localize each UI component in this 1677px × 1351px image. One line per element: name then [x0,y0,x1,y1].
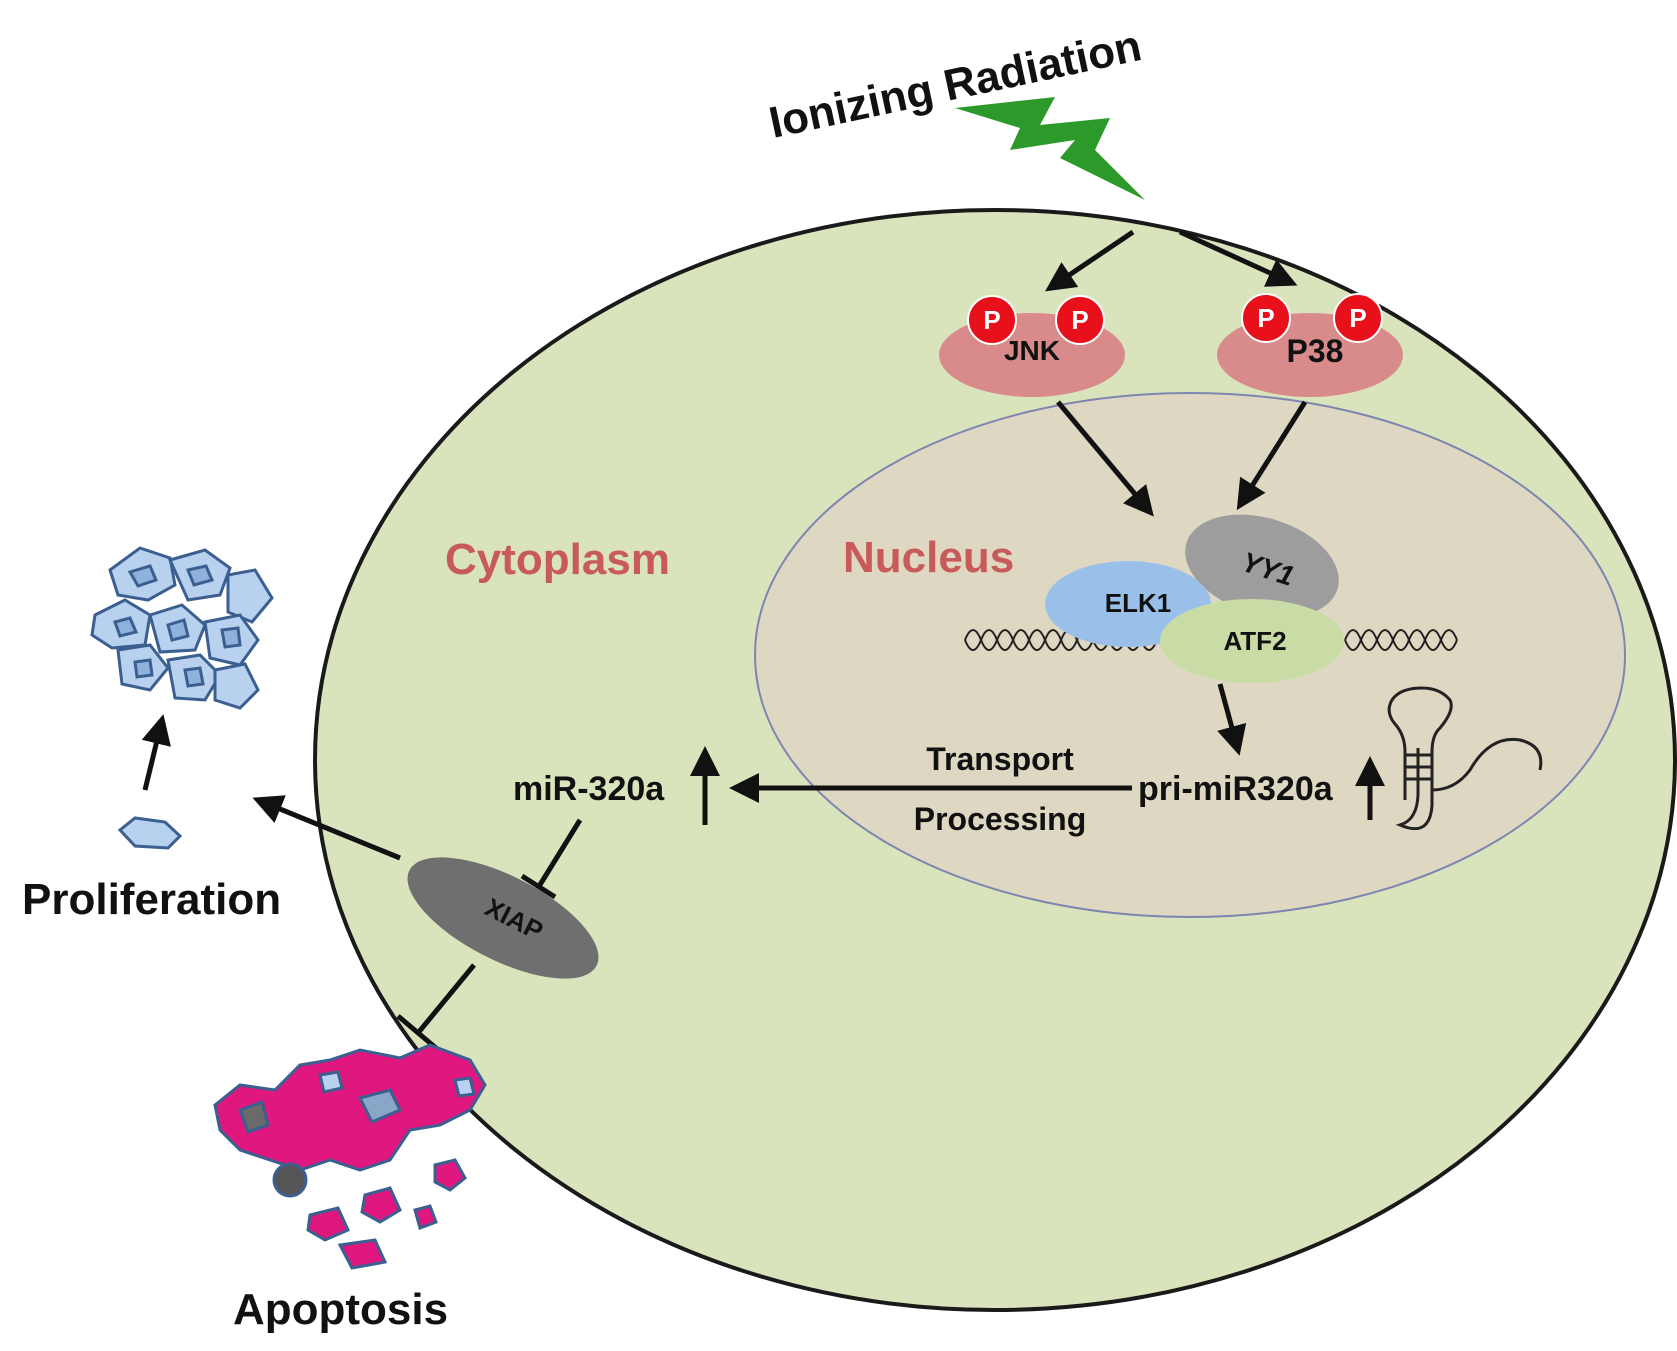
cell-nucleus [220,626,242,649]
cell-nucleus [166,618,190,642]
apoptotic-body [272,1162,308,1198]
p38-phospho-left: P [1241,293,1291,343]
cell-nucleus [185,564,215,587]
cell-shape [213,662,260,710]
p38-label: P38 [1287,333,1344,369]
inhibition-mir-to-xiap [520,818,583,900]
phospho-circle [1241,293,1291,343]
phospho-label: P [1349,303,1366,333]
apoptotic-mass [213,1043,487,1172]
apoptotic-fragment [306,1206,350,1242]
pri-mir320a-label: pri-miR320a [1138,770,1334,808]
apoptotic-nucleus [453,1076,476,1098]
apoptotic-fragment [337,1238,388,1270]
inhibition-xiap-to-apoptosis [396,963,476,1050]
dna-helix-a [1344,629,1458,651]
cytoplasm-label: Cytoplasm [445,535,670,584]
p38-phospho-right: P [1333,293,1383,343]
apoptotic-nucleus [238,1100,270,1134]
phospho-label: P [983,305,1000,335]
arrow-p38-to-yy1 [1236,400,1308,511]
phospho-circle [967,295,1017,345]
hairpin-loop [1387,686,1453,831]
atf2-ellipse [1160,599,1344,683]
phospho-label: P [1257,303,1274,333]
arrow-to-p38 [1178,229,1298,287]
elk1-label: ELK1 [1105,588,1171,618]
cell-shape [226,568,274,624]
phospho-circle [1333,293,1383,343]
apoptotic-fragment [433,1158,467,1192]
processing-label: Processing [914,801,1087,837]
mir-320a-label: miR-320a [513,770,665,808]
cell-nucleus [127,564,159,588]
inhibition-line [416,963,476,1035]
arrow-jnk-to-yy1 [1056,400,1154,517]
jnk-label: JNK [1004,335,1060,366]
inhibition-line [535,818,583,890]
arrow-to-pri-mir [1217,683,1247,756]
apoptotic-nucleus [357,1088,403,1124]
cell-nucleus [133,658,154,679]
jnk-phospho-right: P [1055,295,1105,345]
cell-nucleus [113,616,139,638]
hairpin-rna-icon [1387,686,1543,831]
transport-label: Transport [926,741,1074,777]
single-cell-icon [117,816,183,850]
nucleus-label: Nucleus [843,533,1014,582]
transcription-complex: YY1 ELK1 ATF2 [1045,514,1344,683]
apoptosis-label: Apoptosis [233,1285,448,1334]
lightning-bolt-icon [955,97,1145,200]
apoptotic-nucleus [318,1070,344,1094]
hairpin-tail [1431,737,1543,792]
xiap-ellipse [407,857,599,979]
inhibition-bar [396,1014,438,1050]
dna-strand-right [1344,629,1458,651]
apoptotic-fragment [413,1204,438,1230]
p38-complex: P38 P P [1217,293,1403,397]
phospho-label: P [1071,305,1088,335]
proliferating-cells-icon [90,546,274,710]
atf2-label: ATF2 [1223,626,1286,656]
proliferation-label: Proliferation [22,875,281,924]
apoptotic-cells-icon [213,1043,487,1270]
phospho-circle [1055,295,1105,345]
inhibition-bar [520,873,557,900]
arrow-cell-to-cluster [141,714,171,791]
cell-nucleus [183,666,205,688]
dna-helix-b [1344,629,1458,651]
apoptotic-fragment [360,1186,402,1224]
arrow-to-jnk [1045,229,1135,292]
yy1-ellipse [1185,514,1339,618]
jnk-complex: JNK P P [939,295,1125,397]
jnk-phospho-left: P [967,295,1017,345]
arrow-to-proliferation [252,795,401,861]
